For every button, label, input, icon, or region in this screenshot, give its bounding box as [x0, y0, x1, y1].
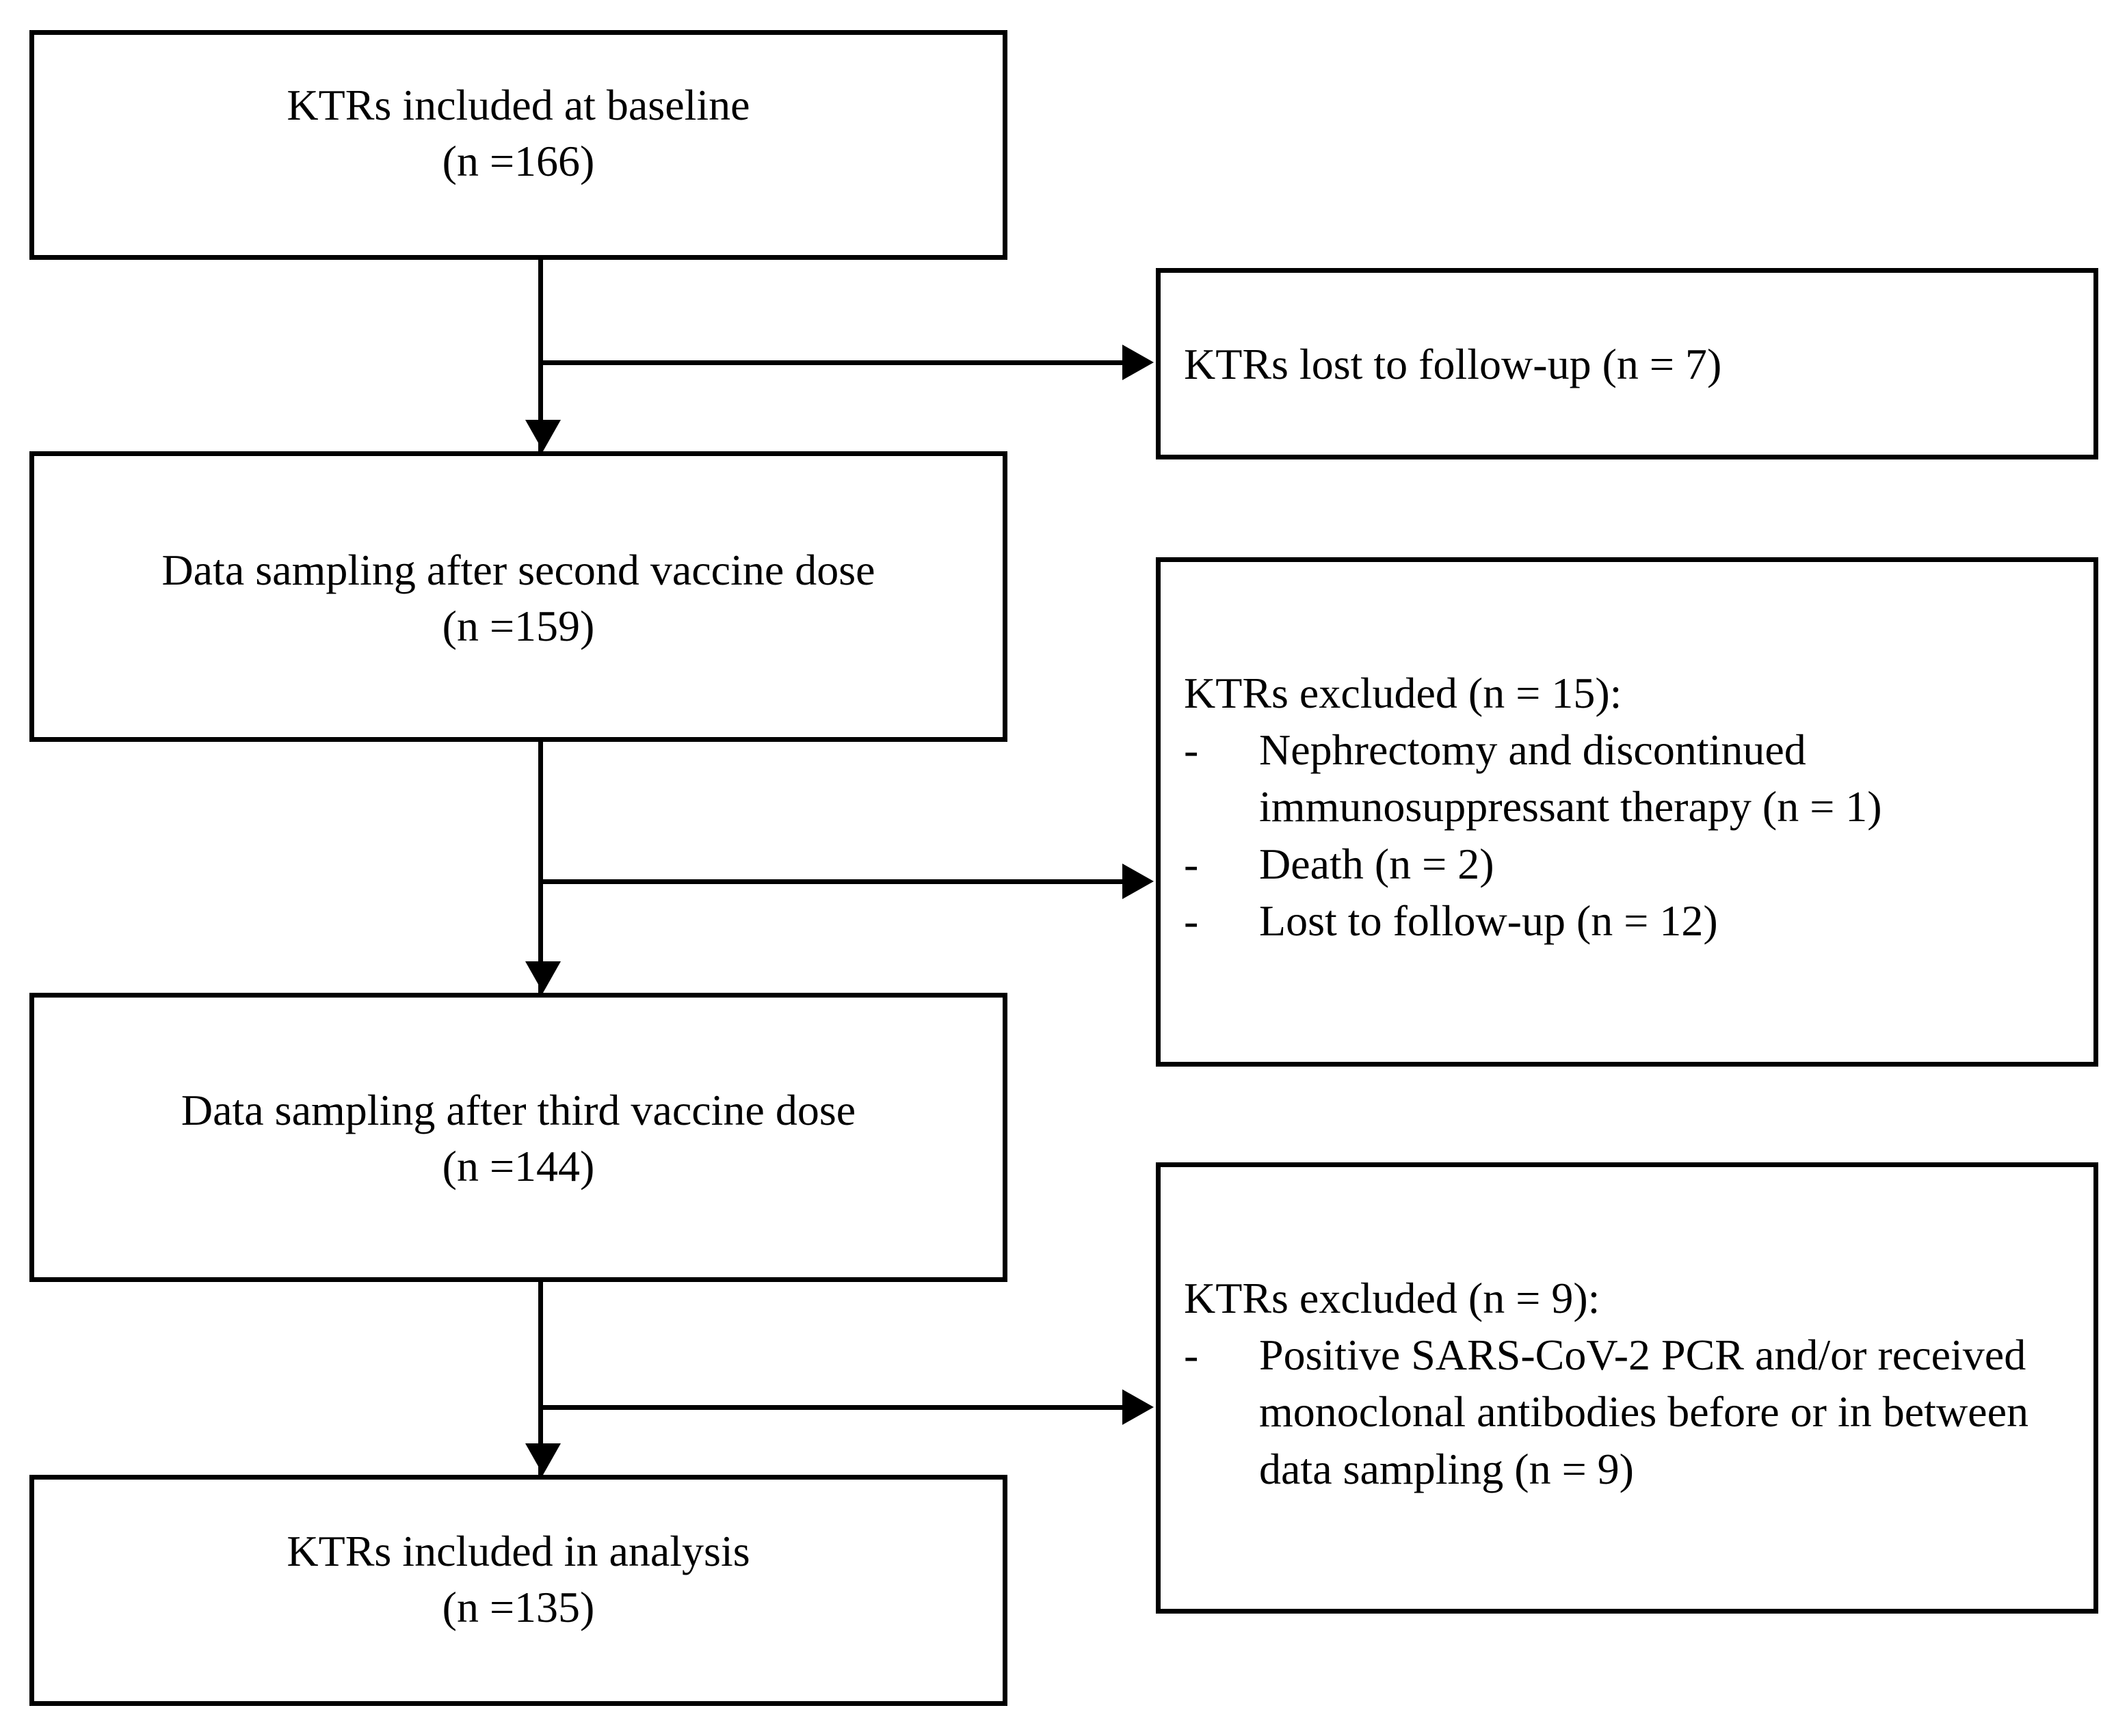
exclusion-node-excluded-15: KTRs excluded (n = 15): - Nephrectomy an…	[1156, 557, 2098, 1067]
arrowhead-right-to-excluded-15	[1122, 864, 1154, 899]
exclusion-bullet-item: - Nephrectomy and discontinued immunosup…	[1161, 721, 2093, 835]
exclusion-node-excluded-9-heading: KTRs excluded (n = 9):	[1184, 1274, 1600, 1322]
arrowhead-down-to-third-dose	[525, 961, 561, 993]
bullet-dash-icon: -	[1184, 1331, 1199, 1380]
exclusion-bullet-text: Nephrectomy and discontinued immunosuppr…	[1259, 725, 1882, 831]
arrowhead-down-to-second-dose	[525, 420, 561, 451]
flow-node-second-dose-line2: (n =159)	[442, 601, 595, 650]
connector-vertical-second-to-third	[538, 742, 543, 1009]
arrowhead-right-to-excluded-9	[1122, 1389, 1154, 1425]
exclusion-bullet-text: Death (n = 2)	[1259, 839, 1494, 888]
exclusion-bullet-item: - Positive SARS-CoV-2 PCR and/or receive…	[1161, 1326, 2093, 1497]
exclusion-bullet-item: - Lost to follow-up (n = 12)	[1161, 892, 2093, 949]
flow-node-analysis-line2: (n =135)	[442, 1582, 595, 1631]
exclusion-bullet-text: Lost to follow-up (n = 12)	[1259, 896, 1718, 945]
exclusion-bullet-item: - Death (n = 2)	[1161, 836, 2093, 892]
connector-horizontal-second-to-excluded-15	[538, 879, 1126, 884]
bullet-dash-icon: -	[1184, 839, 1199, 888]
arrowhead-right-to-lost-followup	[1122, 345, 1154, 380]
flow-node-baseline-line2: (n =166)	[442, 136, 595, 185]
flow-node-analysis: KTRs included in analysis (n =135)	[29, 1475, 1007, 1706]
exclusion-node-lost-followup: KTRs lost to follow-up (n = 7)	[1156, 268, 2098, 459]
arrowhead-down-to-analysis	[525, 1443, 561, 1475]
connector-horizontal-third-to-excluded-9	[538, 1405, 1126, 1410]
flow-node-analysis-line1: KTRs included in analysis	[287, 1527, 750, 1575]
bullet-dash-icon: -	[1184, 896, 1199, 945]
connector-horizontal-baseline-to-lost-followup	[538, 360, 1126, 365]
flow-node-second-dose-line1: Data sampling after second vaccine dose	[161, 546, 875, 594]
flow-node-third-dose-line1: Data sampling after third vaccine dose	[181, 1086, 856, 1134]
flow-node-third-dose-line2: (n =144)	[442, 1141, 595, 1190]
flow-node-second-dose: Data sampling after second vaccine dose …	[29, 451, 1007, 742]
flow-node-third-dose: Data sampling after third vaccine dose (…	[29, 993, 1007, 1282]
connector-vertical-third-to-analysis	[538, 1282, 543, 1491]
flow-node-baseline: KTRs included at baseline (n =166)	[29, 30, 1007, 260]
exclusion-node-excluded-9: KTRs excluded (n = 9): - Positive SARS-C…	[1156, 1162, 2098, 1614]
exclusion-node-lost-followup-heading: KTRs lost to follow-up (n = 7)	[1184, 340, 1722, 388]
exclusion-node-excluded-15-heading: KTRs excluded (n = 15):	[1184, 669, 1622, 717]
exclusion-bullet-text: Positive SARS-CoV-2 PCR and/or received …	[1259, 1331, 2029, 1493]
bullet-dash-icon: -	[1184, 725, 1199, 775]
flow-node-baseline-line1: KTRs included at baseline	[287, 81, 750, 129]
